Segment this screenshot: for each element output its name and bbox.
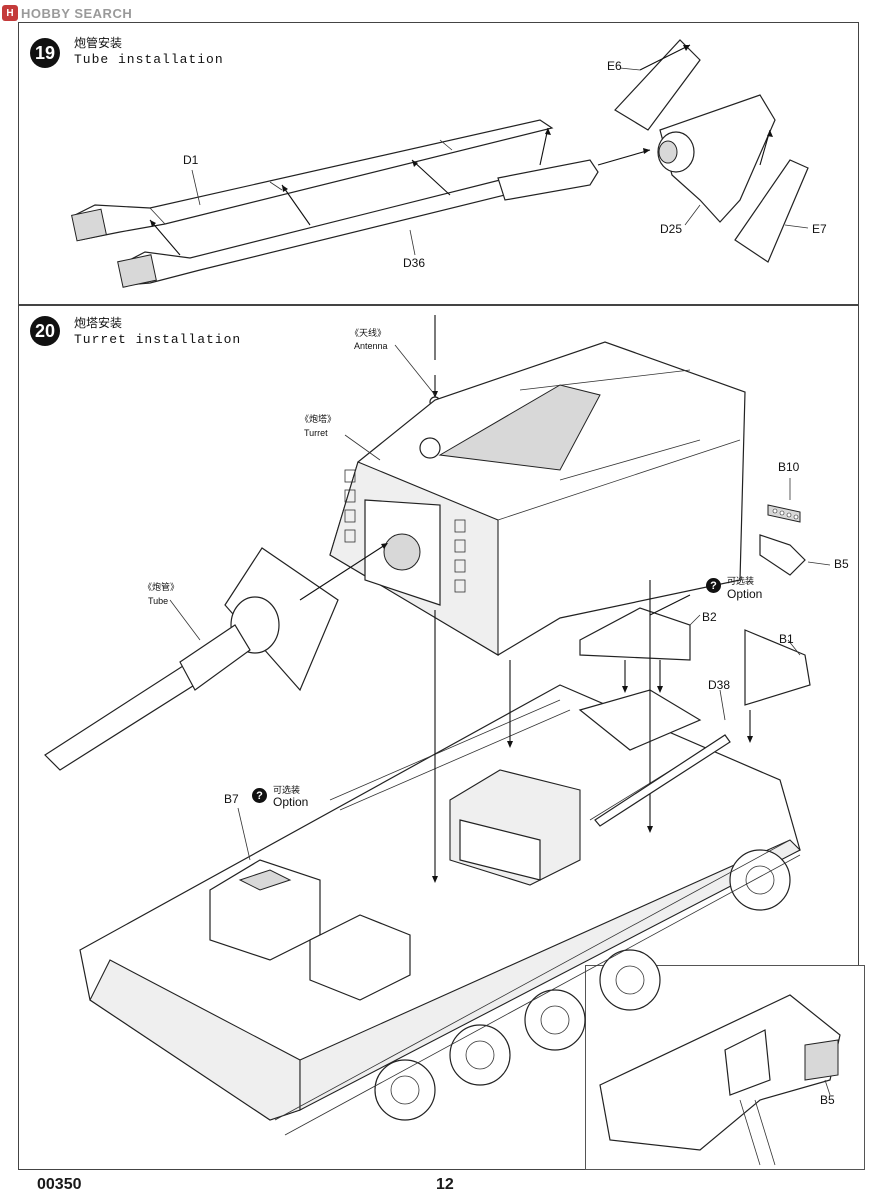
footer-product-code: 00350	[37, 1176, 82, 1193]
tube-label-cn: 《炮管》	[143, 583, 180, 593]
b1-part-drawing	[744, 629, 811, 706]
b2-part-drawing	[579, 607, 691, 661]
option-right-cn: 可选装	[727, 577, 755, 587]
turret-label-cn: 《炮塔》	[300, 415, 337, 425]
road-wheels	[274, 839, 801, 1136]
tube-label-en: Tube	[148, 596, 169, 606]
antenna-drawing	[429, 315, 441, 408]
part-label-d25: D25	[660, 222, 683, 236]
part-label-d1: D1	[183, 153, 199, 167]
logo-icon: H	[2, 5, 18, 21]
step-20-title-cn: 炮塔安装	[74, 316, 123, 330]
b5-part-drawing	[759, 534, 806, 576]
part-label-b5: B5	[834, 557, 849, 571]
option-icon-left: ?	[252, 788, 267, 803]
step-20-badge: 20	[30, 316, 60, 346]
part-label-b5-detail: B5	[820, 1093, 835, 1107]
part-label-e6: E6	[607, 59, 622, 73]
part-label-b7: B7	[224, 792, 239, 806]
antenna-label-cn: 《天线》	[350, 329, 387, 339]
part-label-b2: B2	[702, 610, 717, 624]
step-20-title-en: Turret installation	[74, 332, 242, 347]
step-19-title-en: Tube installation	[74, 52, 224, 67]
d36-barrel-drawing	[117, 159, 599, 288]
inset-detail-drawing	[599, 994, 841, 1166]
option-left-en: Option	[273, 795, 309, 809]
part-label-e7: E7	[812, 222, 827, 236]
tube-drawing	[44, 547, 339, 771]
hull-drawing	[79, 684, 801, 1121]
d25-mantlet-drawing	[614, 39, 809, 263]
step-19-title-cn: 炮管安装	[74, 36, 123, 50]
watermark-text: HOBBY SEARCH	[21, 5, 133, 21]
watermark-logo: H HOBBY SEARCH	[2, 4, 132, 22]
part-label-d36: D36	[403, 256, 426, 270]
step-19-badge: 19	[30, 38, 60, 68]
part-label-d38: D38	[708, 678, 731, 692]
turret-label-en: Turret	[304, 428, 328, 438]
b10-part-drawing	[767, 504, 801, 523]
turret-drawing	[329, 341, 746, 656]
option-icon-right: ?	[706, 578, 721, 593]
part-label-b10: B10	[778, 460, 800, 474]
part-label-b1: B1	[779, 632, 794, 646]
option-right-en: Option	[727, 587, 763, 601]
footer-page-number: 12	[436, 1176, 454, 1193]
d1-barrel-drawing	[71, 119, 554, 242]
option-left-cn: 可选装	[273, 786, 301, 796]
antenna-label-en: Antenna	[354, 341, 388, 351]
